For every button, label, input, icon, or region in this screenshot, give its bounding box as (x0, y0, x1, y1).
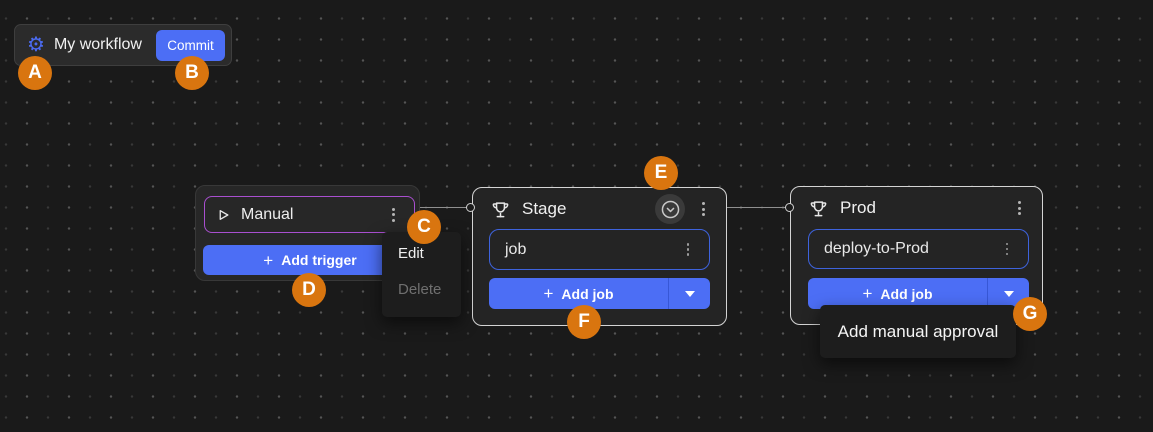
plus-icon: + (543, 284, 554, 303)
plus-icon: + (263, 250, 274, 270)
trigger-kebab-menu-icon[interactable] (384, 203, 402, 227)
annotation-marker-f: F (567, 305, 601, 339)
add-manual-approval-label: Add manual approval (837, 321, 999, 341)
manual-trigger-node[interactable]: Manual (204, 196, 415, 233)
prod-add-job-button[interactable]: + Add job (808, 278, 988, 309)
stage-job-label: job (505, 240, 527, 258)
prod-card: Prod deploy-to-Prod + Add job (790, 186, 1043, 325)
trigger-context-menu: Edit Delete (382, 232, 461, 317)
annotation-marker-c: C (407, 210, 441, 244)
play-icon (217, 208, 230, 222)
annotation-marker-g: G (1013, 297, 1047, 331)
trophy-icon (809, 199, 828, 218)
plus-icon: + (862, 284, 873, 303)
annotation-marker-a: A (18, 56, 52, 90)
stage-add-job-dropdown-button[interactable] (669, 278, 710, 309)
add-trigger-button[interactable]: + Add trigger (203, 245, 417, 275)
context-menu-item-delete: Delete (398, 281, 442, 298)
stage-title: Stage (522, 199, 567, 218)
commit-button[interactable]: Commit (156, 29, 225, 61)
trophy-icon (491, 200, 510, 219)
context-menu-item-edit[interactable]: Edit (398, 245, 424, 262)
prod-add-job-label: Add job (880, 285, 933, 302)
stage-kebab-menu-icon[interactable] (694, 197, 712, 221)
prod-input-socket[interactable] (785, 203, 794, 212)
caret-down-icon (684, 290, 695, 297)
prod-card-header: Prod (791, 187, 1042, 229)
connector-line-stage-prod (727, 207, 786, 208)
stage-collapse-button[interactable] (655, 194, 685, 224)
prod-job-node[interactable]: deploy-to-Prod (808, 229, 1029, 269)
workflow-panel: ⚙ My workflow Commit (14, 24, 232, 66)
prod-job-kebab-icon[interactable] (998, 237, 1016, 261)
gear-icon[interactable]: ⚙ (27, 34, 45, 56)
connector-line-manual-stage (420, 207, 467, 208)
stage-add-job-button[interactable]: + Add job (489, 278, 669, 309)
workflow-title: My workflow (53, 36, 142, 53)
prod-job-label: deploy-to-Prod (824, 240, 929, 257)
annotation-marker-e: E (644, 156, 678, 190)
add-manual-approval-menu-item[interactable]: Add manual approval (820, 305, 1016, 358)
stage-add-job-split-button: + Add job (489, 278, 710, 309)
trigger-label: Manual (241, 205, 294, 223)
stage-input-socket[interactable] (466, 203, 475, 212)
add-trigger-label: Add trigger (281, 252, 357, 268)
stage-card-header: Stage (473, 188, 726, 230)
prod-kebab-menu-icon[interactable] (1010, 196, 1028, 220)
stage-card: Stage job + Add job (472, 187, 727, 326)
stage-job-node[interactable]: job (489, 229, 710, 270)
caret-down-icon (1003, 290, 1014, 297)
annotation-marker-d: D (292, 273, 326, 307)
stage-add-job-label: Add job (561, 285, 614, 302)
prod-title: Prod (840, 198, 876, 217)
prod-add-job-split-button: + Add job (808, 278, 1029, 309)
annotation-marker-b: B (175, 56, 209, 90)
stage-job-kebab-icon[interactable] (679, 238, 697, 262)
